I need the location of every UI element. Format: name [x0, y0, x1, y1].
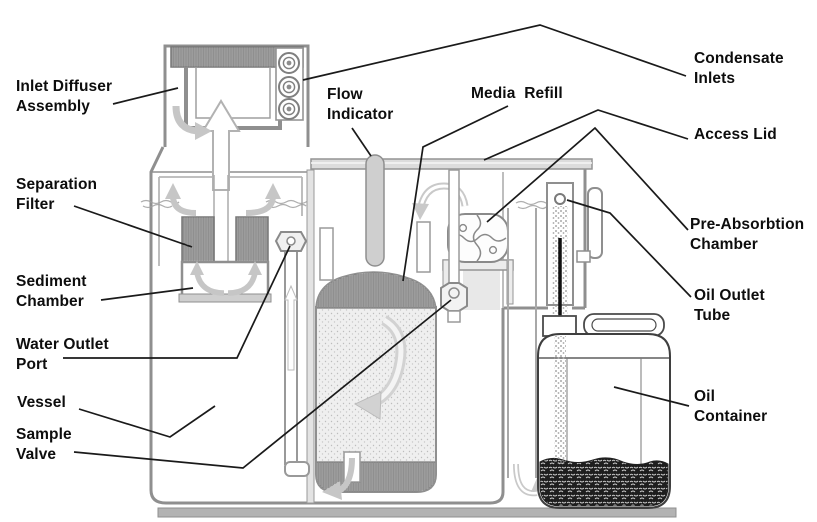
oil-container [537, 313, 671, 509]
label-pre-absorbtion-chamber: Pre-Absorbtion Chamber [690, 216, 805, 253]
label-access-lid: Access Lid [694, 126, 777, 143]
water-outlet-port [274, 231, 310, 477]
leader-lines [63, 24, 692, 469]
label-condensate-inlets: Condensate Inlets [694, 50, 784, 87]
label-media-refill: Media Refill [471, 85, 563, 102]
label-oil-container: Oil Container [694, 388, 768, 425]
flow-arrows [165, 99, 281, 216]
media-bed [315, 271, 437, 309]
media-canister [315, 182, 469, 500]
leader-access-lid [483, 109, 689, 161]
separation-filters [181, 175, 269, 263]
leader-inlet-diffuser [112, 87, 179, 105]
access-lid [310, 158, 593, 170]
oil-stream [554, 336, 566, 464]
label-sample-valve: Sample Valve [16, 426, 72, 463]
leader-separation-filter [73, 205, 193, 248]
divider-wall [306, 169, 315, 504]
media-refill-pieces [442, 213, 514, 310]
sample-valve [440, 169, 468, 323]
label-inlet-diffuser-assembly: Inlet Diffuser Assembly [16, 78, 113, 115]
label-separation-filter: Separation Filter [16, 176, 98, 213]
oil-fill [539, 457, 669, 507]
leader-sediment-chamber [100, 287, 194, 301]
leader-flow-indicator [351, 127, 372, 157]
water-surface [140, 199, 553, 210]
ground-line [157, 507, 677, 518]
label-sediment-chamber: Sediment Chamber [16, 273, 87, 310]
leader-water-outlet-port [63, 245, 291, 359]
flow-indicator-rod [365, 154, 385, 267]
sediment-chamber [178, 260, 272, 303]
label-oil-outlet-tube: Oil Outlet Tube [694, 287, 765, 324]
label-vessel: Vessel [17, 394, 66, 411]
label-flow-indicator: Flow Indicator [327, 86, 394, 123]
leader-oil-container [613, 386, 690, 407]
leader-oil-outlet-tube [566, 199, 692, 298]
container-handle [583, 313, 665, 337]
label-water-outlet-port: Water Outlet Port [16, 336, 109, 373]
condensate-inlets-fittings [275, 47, 304, 121]
leader-media-refill [402, 105, 509, 282]
leader-condensate-inlets [302, 24, 687, 81]
leader-pre-absorbtion [486, 126, 689, 231]
inlet-diffuser-assembly [163, 44, 310, 147]
leader-sample-valve [73, 299, 452, 469]
leader-vessel [78, 405, 216, 438]
